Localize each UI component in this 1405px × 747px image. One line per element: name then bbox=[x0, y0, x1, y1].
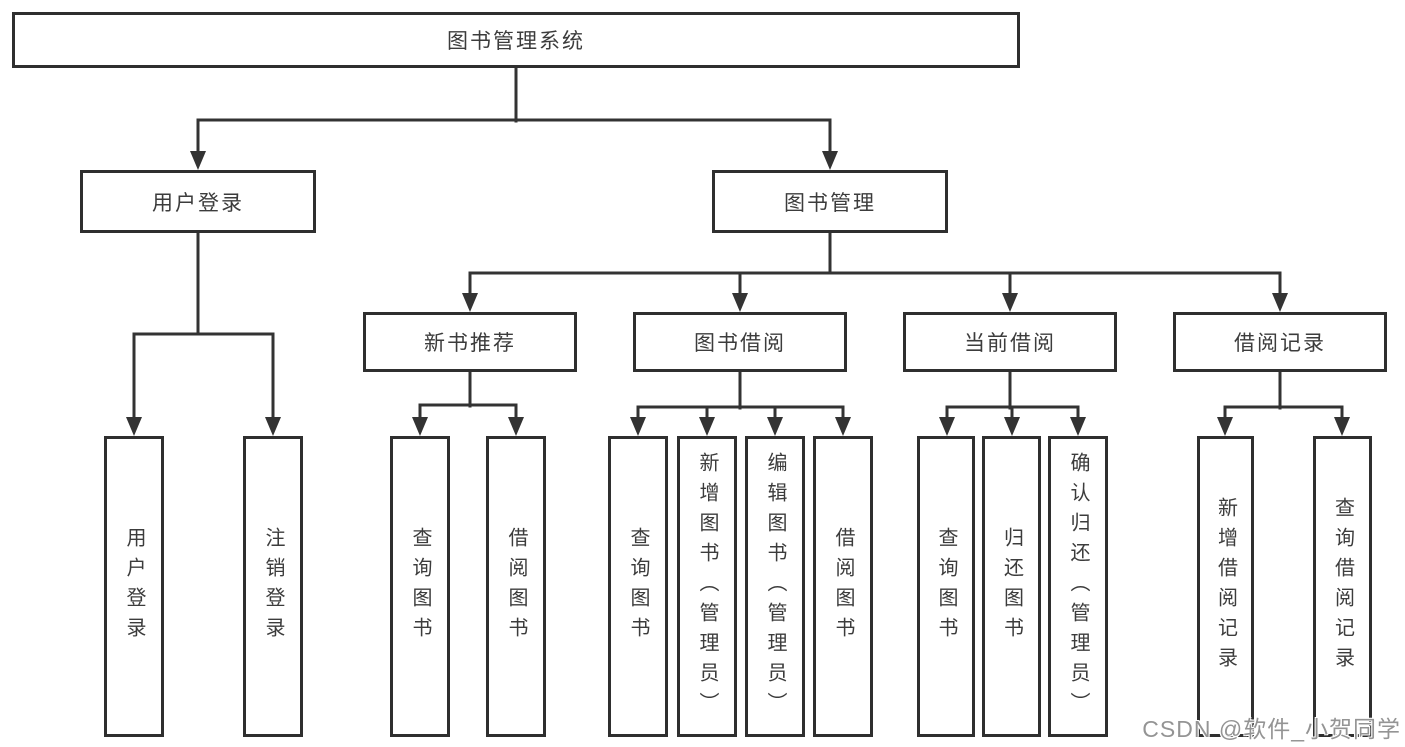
node-book-management-group: 图书管理 bbox=[712, 170, 948, 233]
arrowhead bbox=[767, 417, 783, 436]
node-query-books-2: 查询图书 bbox=[608, 436, 668, 737]
node-query-books-1: 查询图书 bbox=[390, 436, 450, 737]
arrowhead bbox=[939, 417, 955, 436]
node-user-login-group: 用户登录 bbox=[80, 170, 316, 233]
arrowhead bbox=[126, 417, 142, 436]
arrowhead bbox=[699, 417, 715, 436]
arrowhead bbox=[265, 417, 281, 436]
node-new-book-recommend: 新书推荐 bbox=[363, 312, 577, 372]
node-current-borrow: 当前借阅 bbox=[903, 312, 1117, 372]
node-add-books-admin: 新增图书（管理员） bbox=[677, 436, 737, 737]
arrowhead bbox=[190, 151, 206, 170]
arrowhead bbox=[1004, 417, 1020, 436]
node-edit-books-admin: 编辑图书（管理员） bbox=[745, 436, 805, 737]
arrowhead bbox=[462, 293, 478, 312]
arrowhead bbox=[1334, 417, 1350, 436]
arrowhead bbox=[1217, 417, 1233, 436]
arrowhead bbox=[1070, 417, 1086, 436]
arrowhead bbox=[822, 151, 838, 170]
node-query-books-3: 查询图书 bbox=[917, 436, 975, 737]
node-confirm-return-admin: 确认归还（管理员） bbox=[1048, 436, 1108, 737]
node-borrow-books-2: 借阅图书 bbox=[813, 436, 873, 737]
node-borrow-records: 借阅记录 bbox=[1173, 312, 1387, 372]
arrowhead bbox=[835, 417, 851, 436]
node-book-borrow: 图书借阅 bbox=[633, 312, 847, 372]
node-logout-leaf: 注销登录 bbox=[243, 436, 303, 737]
arrowhead bbox=[1272, 293, 1288, 312]
arrowhead bbox=[630, 417, 646, 436]
csdn-watermark: CSDN @软件_小贺同学 bbox=[1142, 716, 1401, 742]
node-query-borrow-record: 查询借阅记录 bbox=[1313, 436, 1372, 737]
arrowhead bbox=[412, 417, 428, 436]
node-add-borrow-record: 新增借阅记录 bbox=[1197, 436, 1254, 737]
arrowhead bbox=[508, 417, 524, 436]
arrowhead bbox=[732, 293, 748, 312]
node-borrow-books-1: 借阅图书 bbox=[486, 436, 546, 737]
node-return-books: 归还图书 bbox=[982, 436, 1041, 737]
node-root-system: 图书管理系统 bbox=[12, 12, 1020, 68]
node-user-login-leaf: 用户登录 bbox=[104, 436, 164, 737]
arrowhead bbox=[1002, 293, 1018, 312]
